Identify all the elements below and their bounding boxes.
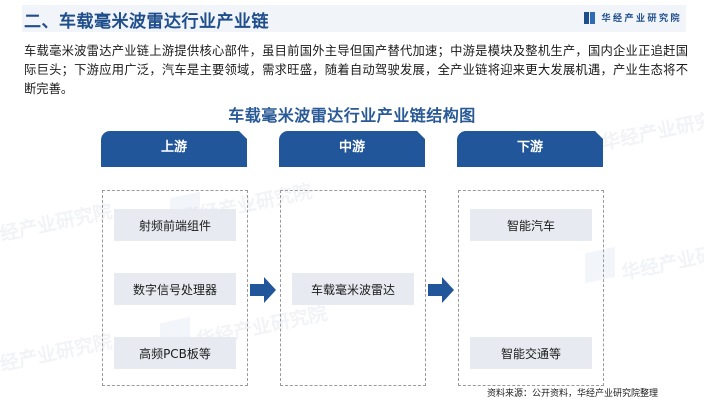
stage-label: 下游 [516, 139, 543, 155]
watermark-text: 华经产业研究院 [0, 200, 115, 250]
book-logo-icon [584, 11, 596, 24]
stage-box-downstream: 智能汽车 智能交通等 [458, 190, 604, 386]
stage-tab-midstream: 中游 [279, 131, 425, 167]
right-arrow-icon [428, 277, 454, 303]
stage-label: 中游 [338, 139, 365, 155]
chain-item: 数字信号处理器 [114, 273, 236, 305]
stage-tab-downstream: 下游 [457, 131, 603, 167]
intro-paragraph: 车载毫米波雷达产业链上游提供核心部件，虽目前国外主导但国产替代加速；中游是模块及… [24, 44, 688, 96]
watermark-text: 华经产业研究院 [0, 330, 115, 380]
stage-box-midstream: 车载毫米波雷达 [280, 190, 426, 386]
section-title: 二、车载毫米波雷达行业产业链 [24, 12, 269, 32]
watermark-text: 华经产业研究院 [619, 235, 704, 285]
chain-item: 射频前端组件 [114, 209, 236, 241]
right-arrow-icon [250, 277, 276, 303]
chain-item: 智能交通等 [470, 337, 592, 369]
chain-item: 智能汽车 [470, 209, 592, 241]
section-header-band [22, 5, 686, 32]
chain-item: 高频PCB板等 [114, 337, 236, 369]
source-note: 资料来源：公开资料，华经产业研究院整理 [487, 389, 659, 399]
stage-label: 上游 [160, 139, 187, 155]
brand: 华经产业研究院 [584, 11, 682, 24]
chain-item: 车载毫米波雷达 [292, 273, 414, 305]
brand-name: 华经产业研究院 [601, 14, 682, 24]
diagram-title: 车载毫米波雷达行业产业链结构图 [228, 106, 476, 125]
stage-tab-upstream: 上游 [101, 131, 247, 167]
stage-box-upstream: 射频前端组件 数字信号处理器 高频PCB板等 [102, 190, 248, 386]
